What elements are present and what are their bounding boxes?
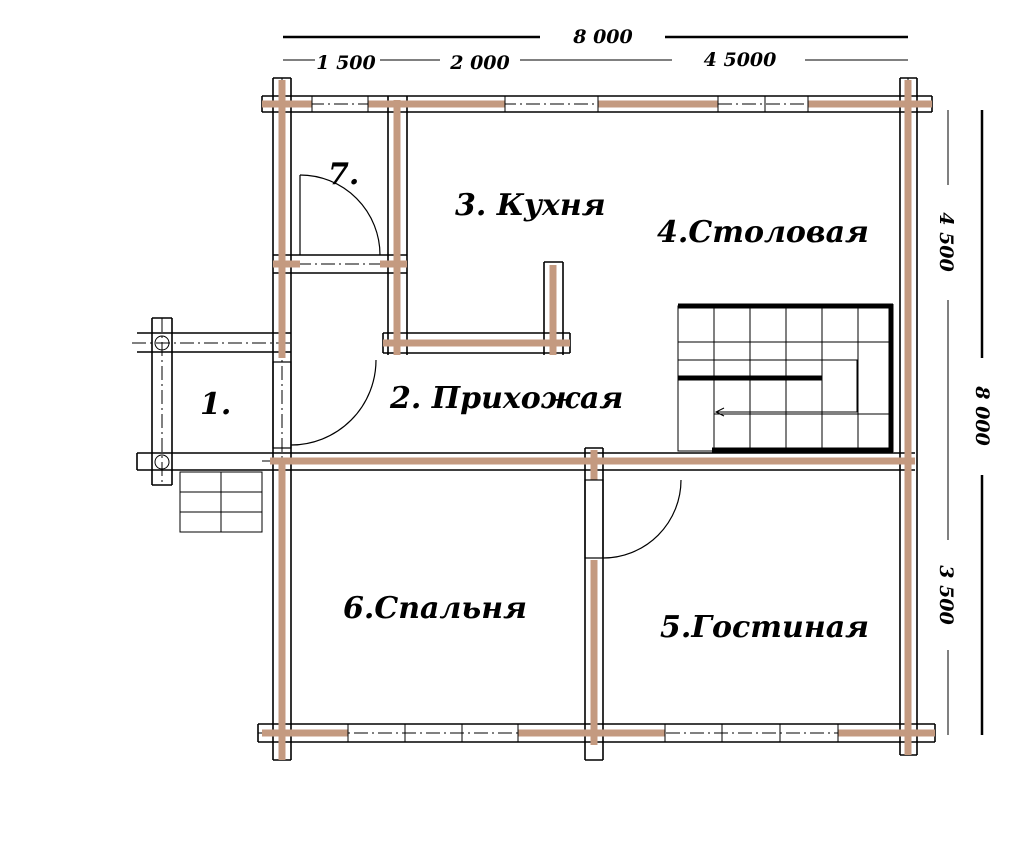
room-label-6: 6.Спальня — [343, 591, 527, 626]
log-beams — [262, 80, 935, 760]
room-label-7: 7. — [328, 157, 359, 192]
dim-right-lower: 3 500 — [935, 565, 957, 625]
dim-top-total: 8 000 — [572, 26, 633, 48]
room-label-5: 5.Гостиная — [660, 610, 869, 645]
dim-top-seg2: 2 000 — [449, 52, 510, 74]
doors — [272, 174, 682, 559]
dim-right-total: 8 000 — [971, 385, 993, 446]
room-label-1: 1. — [200, 387, 231, 422]
dimension-lines — [283, 35, 984, 735]
room-label-2: 2. Прихожая — [389, 381, 623, 416]
dim-right-upper: 4 500 — [935, 212, 957, 272]
porch-steps — [179, 471, 263, 533]
center-lines — [132, 78, 935, 760]
dim-top-seg3: 4 5000 — [704, 49, 777, 71]
outer-walls — [136, 77, 936, 761]
dim-top-seg1: 1 500 — [316, 52, 376, 74]
room-label-4: 4.Столовая — [657, 215, 869, 250]
room-label-3: 3. Кухня — [455, 188, 606, 223]
window-marks — [311, 96, 839, 742]
staircase — [677, 303, 894, 453]
